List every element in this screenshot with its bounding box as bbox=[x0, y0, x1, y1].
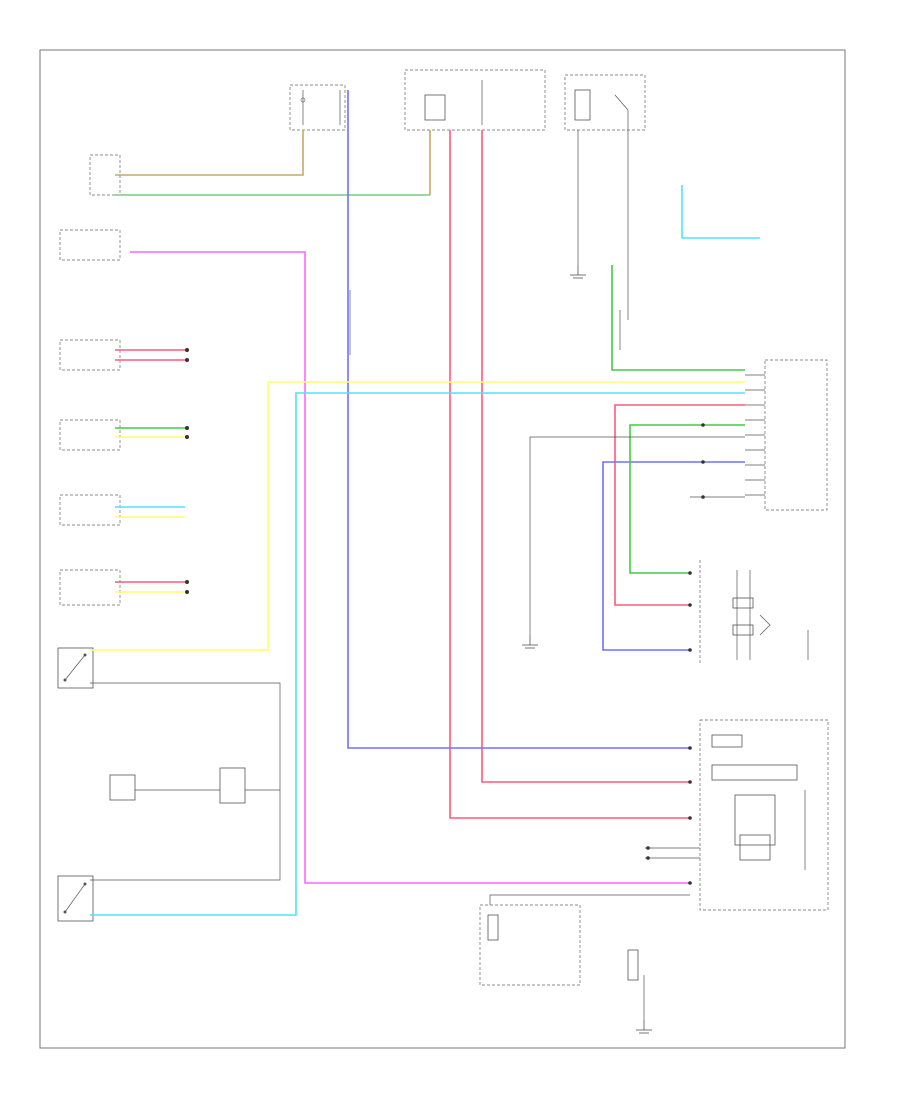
component-sensor-6 bbox=[59, 569, 121, 606]
wire-blue-2 bbox=[602, 461, 745, 651]
wire-yellow bbox=[90, 381, 745, 651]
wire-lightgreen-2 bbox=[611, 265, 745, 371]
junction-block-center bbox=[404, 69, 546, 131]
sensor-block-mid-right bbox=[699, 560, 771, 665]
wire-lightgreen-1 bbox=[629, 424, 745, 574]
component-sensor-4 bbox=[59, 419, 121, 451]
connector-icon-mid-left bbox=[109, 767, 246, 804]
wire-blue-1 bbox=[347, 90, 690, 749]
relay-bottom-right bbox=[627, 949, 639, 981]
ground-icon-mid bbox=[522, 635, 538, 649]
component-sensor-3 bbox=[59, 339, 121, 371]
component-sensor-5 bbox=[59, 494, 121, 526]
ground-icon-bottom bbox=[636, 1020, 652, 1034]
diagram-border bbox=[39, 49, 846, 1049]
relay-top-right bbox=[564, 74, 646, 131]
ground-icon-right bbox=[570, 265, 586, 279]
wire-pink bbox=[130, 251, 690, 884]
sensor-stubs bbox=[115, 348, 189, 594]
module-upper-right bbox=[745, 359, 828, 511]
wire-grey-set bbox=[90, 125, 809, 1020]
connector-dots bbox=[646, 423, 705, 885]
wire-cyan-1 bbox=[90, 392, 745, 916]
switch-icon-lower bbox=[57, 875, 94, 922]
wire-red-2 bbox=[481, 130, 690, 783]
fuse-block-left bbox=[289, 84, 346, 131]
wire-cyan-2 bbox=[681, 185, 760, 239]
combination-meter bbox=[699, 719, 829, 911]
wire-tan bbox=[115, 130, 304, 176]
wire-red-1 bbox=[449, 130, 690, 819]
switch-icon-upper bbox=[57, 647, 94, 689]
relay-bottom-center bbox=[479, 904, 581, 986]
component-sensor-2 bbox=[59, 229, 121, 261]
wire-red-3 bbox=[614, 404, 745, 606]
